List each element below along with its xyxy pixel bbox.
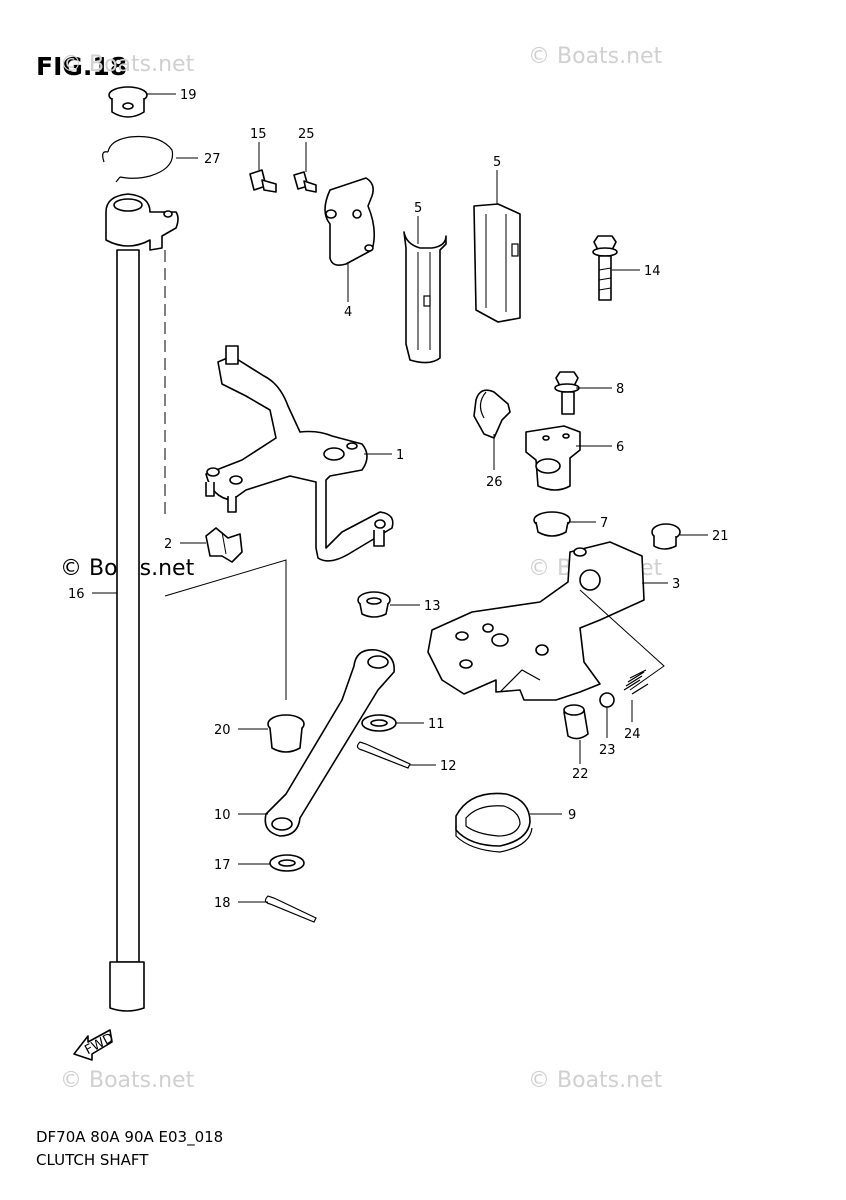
callout-13: 13 [424, 599, 441, 614]
callout-1: 1 [396, 448, 404, 463]
callout-18: 18 [214, 896, 231, 911]
figure-title: FIG.18 [36, 52, 128, 81]
part-12-cotter-pin [356, 741, 411, 769]
callout-17: 17 [214, 858, 231, 873]
part-18-cotter-pin [264, 895, 317, 923]
callout-3: 3 [672, 577, 680, 592]
part-5-guide [473, 203, 521, 323]
forward-direction-arrow [73, 1029, 113, 1061]
callout-19: 19 [180, 88, 197, 103]
footer-section-name: CLUTCH SHAFT [36, 1151, 149, 1169]
reference-line [164, 559, 287, 700]
part-23-ball [599, 692, 615, 708]
watermark: © Boats.net [60, 1068, 195, 1093]
callout-26: 26 [486, 475, 503, 490]
part-22-pin [563, 704, 589, 740]
part-26-clip [473, 389, 511, 439]
callout-4: 4 [344, 305, 352, 320]
callout-5: 5 [493, 155, 501, 170]
part-14-bolt [592, 235, 618, 301]
part-16-clutch-shaft [105, 193, 179, 1012]
callout-11: 11 [428, 717, 445, 732]
part-24-spring [623, 669, 649, 695]
part-1-shift-lever [205, 345, 394, 562]
callout-27: 27 [204, 152, 221, 167]
reference-line [579, 589, 665, 691]
part-5-guide [403, 231, 447, 364]
part-4-plate [324, 177, 376, 266]
callout-10: 10 [214, 808, 231, 823]
callout-14: 14 [644, 264, 661, 279]
callout-23: 23 [599, 743, 616, 758]
callout-8: 8 [616, 382, 624, 397]
fwd-label: FWD [82, 1031, 116, 1058]
callout-20: 20 [214, 723, 231, 738]
part-15-bolt [249, 169, 277, 193]
part-8-bolt [554, 371, 580, 415]
part-21-plug [651, 523, 681, 550]
part-17-washer [269, 854, 305, 872]
part-20-bushing [267, 714, 305, 753]
part-19-plug [108, 86, 148, 118]
callout-24: 24 [624, 727, 641, 742]
callout-16: 16 [68, 587, 85, 602]
part-9-boot [455, 792, 533, 853]
callout-5: 5 [414, 201, 422, 216]
callout-15: 15 [250, 127, 267, 142]
part-3-housing [427, 541, 645, 701]
watermark: © Boats.net [528, 44, 663, 69]
callout-25: 25 [298, 127, 315, 142]
part-11-washer [361, 714, 397, 732]
footer-model-code: DF70A 80A 90A E03_018 [36, 1128, 224, 1146]
watermark: © Boats.net [60, 52, 195, 77]
callout-2: 2 [164, 537, 172, 552]
part-27-circlip [102, 135, 174, 183]
part-13-bushing [357, 591, 391, 618]
callout-6: 6 [616, 440, 624, 455]
part-2-clip [205, 527, 243, 563]
part-10-link [264, 649, 395, 837]
callout-21: 21 [712, 529, 729, 544]
callout-7: 7 [600, 516, 608, 531]
part-6-bracket [525, 425, 581, 491]
callout-22: 22 [572, 767, 589, 782]
part-7-bushing [533, 511, 571, 537]
watermark: © Boats.net [528, 1068, 663, 1093]
leader-lines [92, 93, 708, 903]
callout-labels: 19 27 15 25 4 5 5 14 1 8 26 6 2 16 7 21 … [68, 88, 729, 1058]
callout-12: 12 [440, 759, 457, 774]
callout-9: 9 [568, 808, 576, 823]
part-25-bolt [293, 171, 317, 193]
